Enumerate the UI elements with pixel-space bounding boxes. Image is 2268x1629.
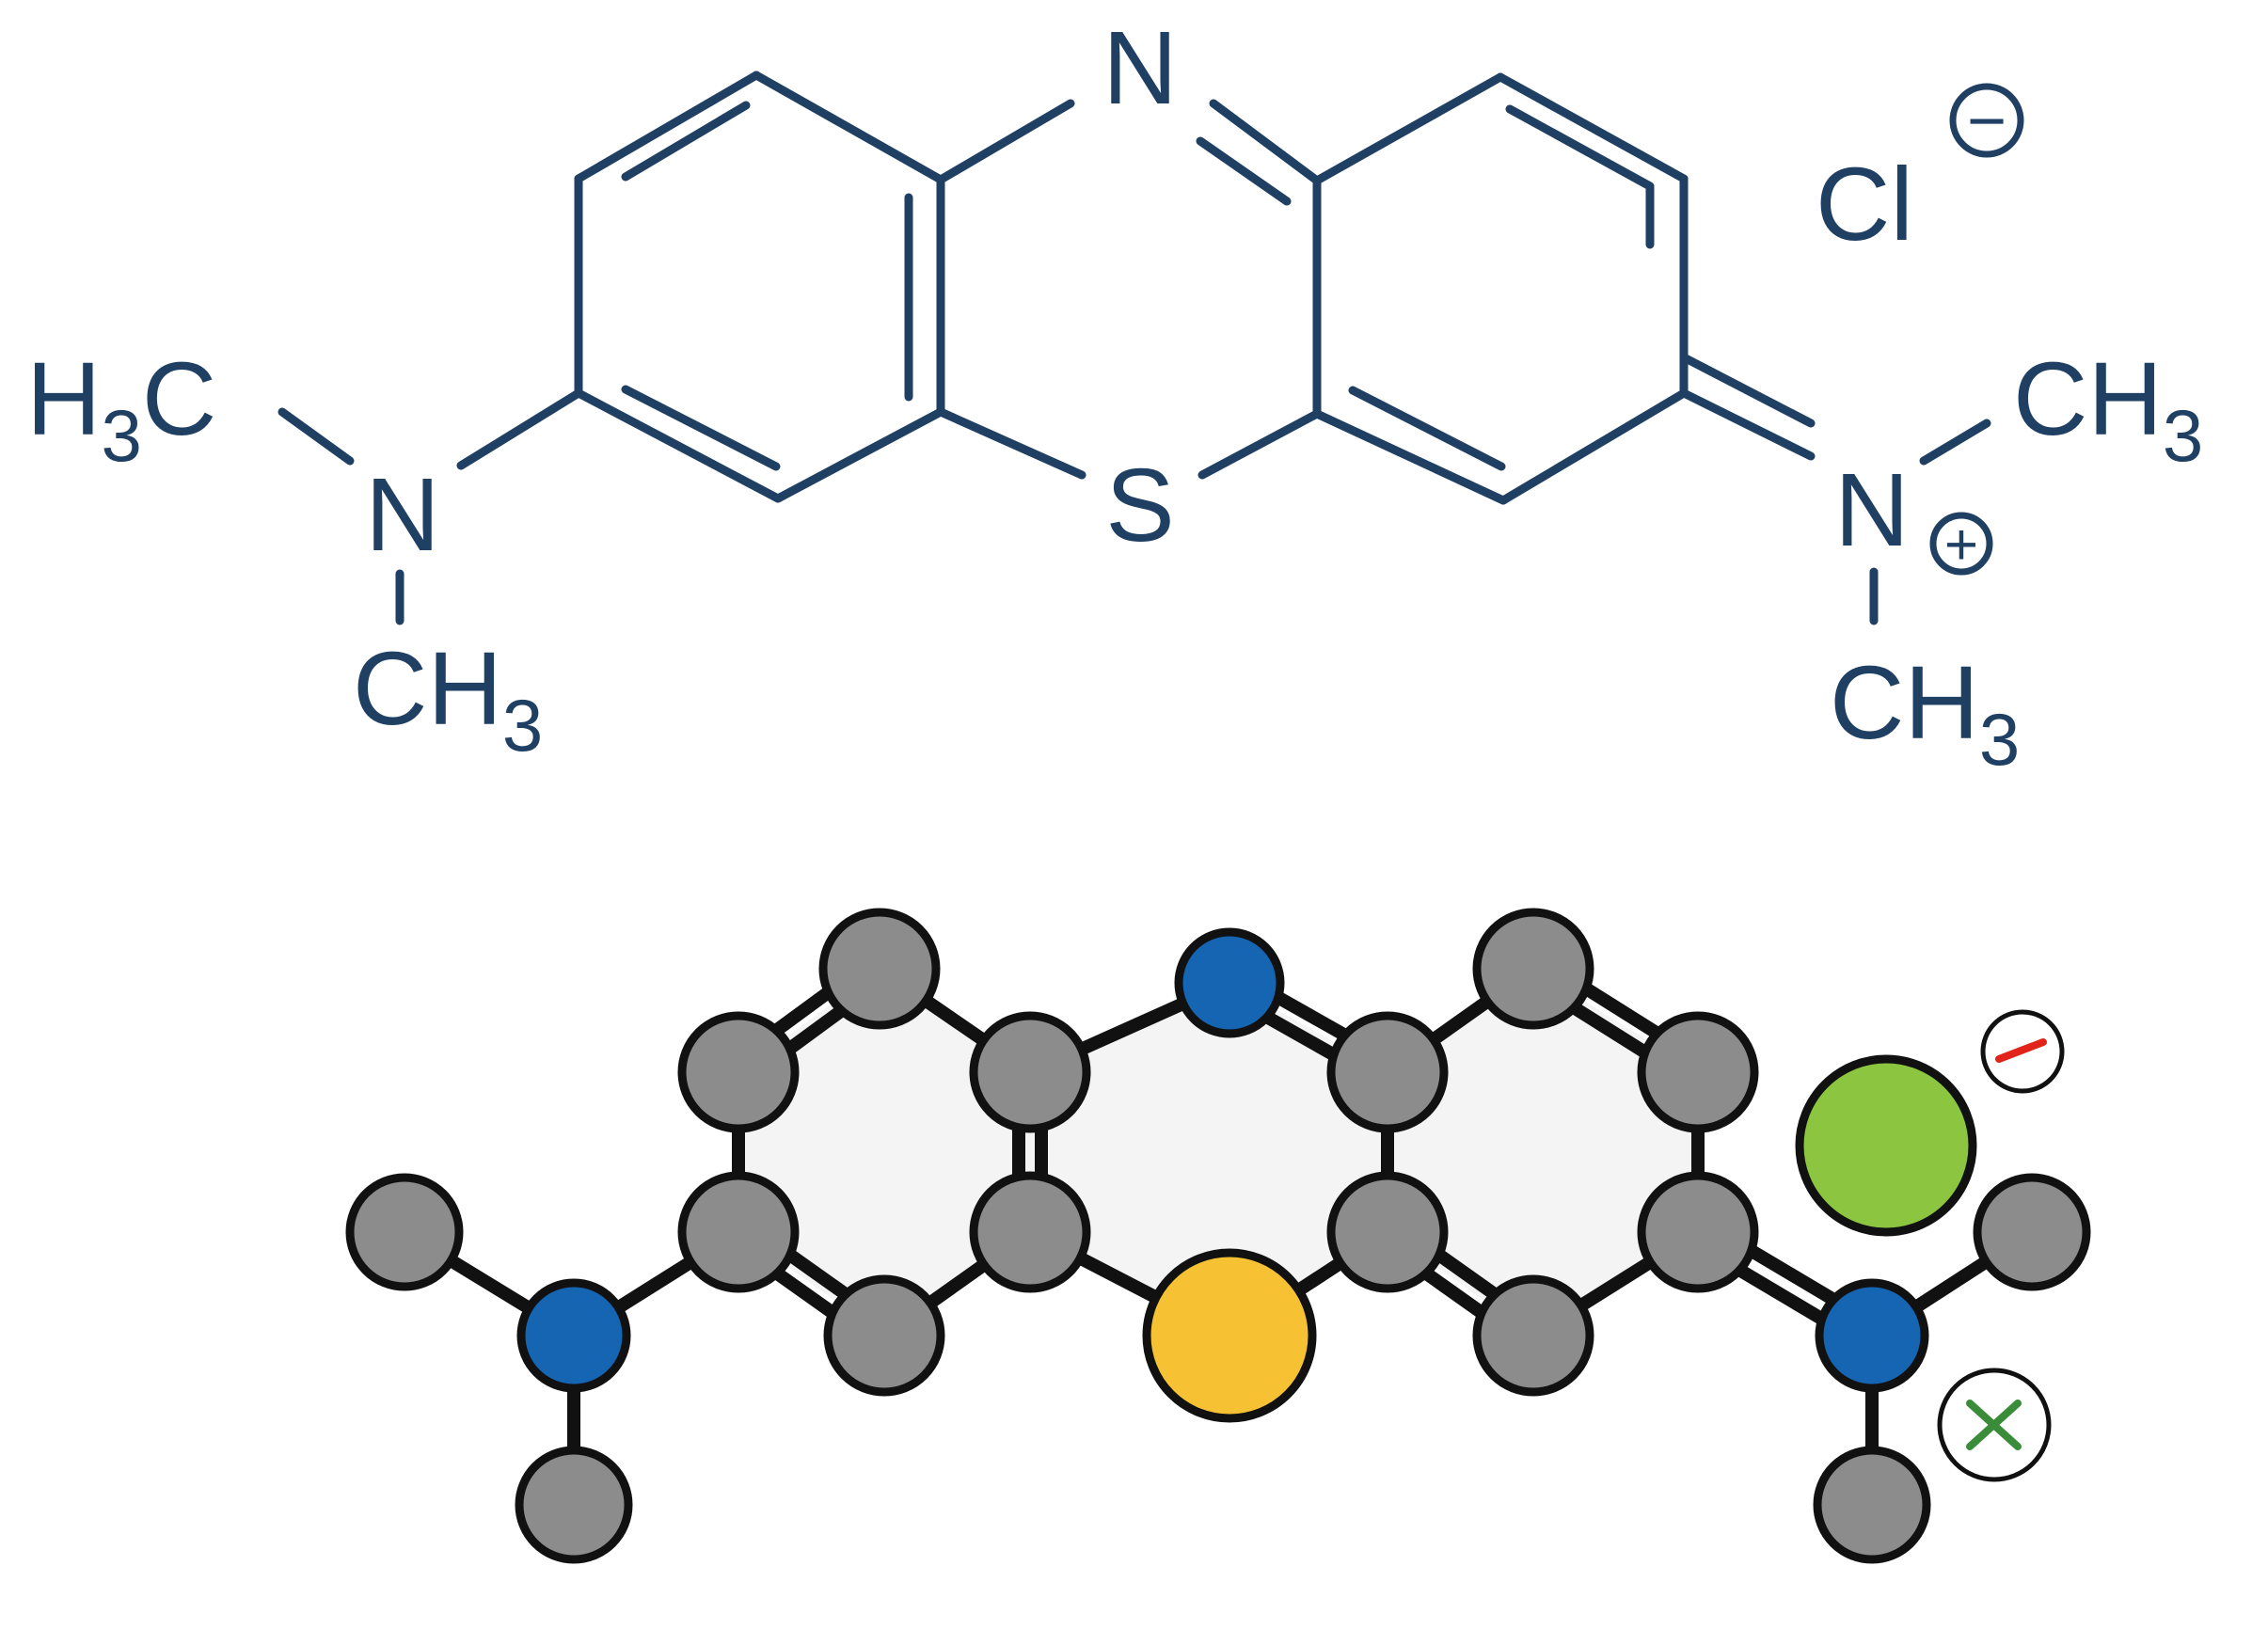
double-bond-inner bbox=[1505, 104, 1655, 191]
double-bond-inner bbox=[1196, 136, 1292, 206]
formula-labels: N S N N H3C CH3 CH3 CH3 Cl bbox=[26, 10, 2203, 781]
ring-fill bbox=[1388, 969, 1698, 1336]
iminium-charge-sign: + bbox=[1944, 513, 1978, 577]
carbon-atom bbox=[1973, 1173, 2091, 1291]
double-bond-inner bbox=[1679, 353, 1816, 428]
left-benzene-ring bbox=[574, 71, 945, 503]
ball-chloride-charge bbox=[1980, 1009, 2065, 1094]
carbon-atom bbox=[823, 1274, 945, 1397]
nitrogen-atom bbox=[516, 1278, 631, 1393]
carbon-atom bbox=[515, 1446, 633, 1564]
bond bbox=[936, 407, 1086, 480]
right-dimethyliminium-group bbox=[1679, 353, 1991, 625]
bond bbox=[456, 388, 583, 470]
carbon-atom bbox=[1326, 1171, 1449, 1293]
bond bbox=[1312, 72, 1505, 185]
carbon-atom bbox=[677, 1011, 800, 1133]
bond bbox=[1312, 409, 1508, 505]
chloride-charge-sign: − bbox=[1967, 84, 2006, 159]
carbon-atom bbox=[677, 1171, 800, 1293]
bond bbox=[574, 71, 761, 183]
bond bbox=[1679, 388, 1816, 461]
bond bbox=[1499, 388, 1689, 505]
right-quinoid-ring bbox=[1312, 72, 1689, 505]
bond bbox=[574, 388, 783, 503]
carbon-atom bbox=[1472, 1274, 1594, 1397]
nitrogen-atom bbox=[1815, 1278, 1929, 1393]
carbon-atom bbox=[1637, 1011, 1759, 1133]
carbon-atom bbox=[1813, 1446, 1931, 1564]
right-upper-methyl-label: CH3 bbox=[2013, 341, 2203, 477]
left-amine-nitrogen-label: N bbox=[365, 457, 439, 573]
ball-atoms bbox=[345, 908, 2091, 1564]
bond bbox=[1919, 419, 1991, 466]
bond bbox=[752, 71, 945, 184]
carbon-atom bbox=[969, 1011, 1091, 1133]
carbon-atom bbox=[1472, 908, 1594, 1030]
carbon-atom bbox=[818, 908, 941, 1030]
bond bbox=[936, 99, 1075, 184]
bond bbox=[1197, 409, 1322, 480]
left-lower-methyl-label: CH3 bbox=[353, 631, 543, 767]
iminium-charge-circle bbox=[1929, 512, 1993, 576]
ring-nitrogen-label: N bbox=[1102, 10, 1177, 126]
ring-fill bbox=[1030, 983, 1388, 1336]
chlorine-atom bbox=[1795, 1054, 1977, 1237]
plus-charge-stroke bbox=[1966, 1400, 2022, 1450]
ring-fill bbox=[738, 969, 1030, 1336]
formula-charges: − + bbox=[1929, 83, 2024, 577]
chloride-label: Cl bbox=[1816, 147, 1913, 262]
bond bbox=[773, 407, 945, 503]
sulfur-atom bbox=[1142, 1248, 1317, 1423]
left-upper-methyl-label: H3C bbox=[26, 341, 216, 477]
nitrogen-atom bbox=[1174, 927, 1285, 1038]
ball-and-stick-model bbox=[345, 908, 2091, 1564]
structural-formula bbox=[278, 71, 1991, 625]
carbon-atom bbox=[1637, 1171, 1759, 1293]
central-thiazine-ring bbox=[936, 99, 1322, 480]
ball-iminium-charge bbox=[1937, 1368, 2052, 1482]
sulfur-label: S bbox=[1105, 448, 1174, 563]
double-bond-inner bbox=[1348, 386, 1506, 471]
double-bond-inner bbox=[621, 385, 781, 471]
bond bbox=[1209, 99, 1322, 185]
left-dimethylamino-group bbox=[278, 388, 583, 625]
right-lower-methyl-label: CH3 bbox=[1830, 645, 2020, 781]
chloride-charge-circle bbox=[1949, 83, 2024, 158]
carbon-atom bbox=[969, 1171, 1091, 1293]
carbon-atom bbox=[1326, 1011, 1449, 1133]
bond bbox=[278, 407, 355, 466]
bond bbox=[1496, 72, 1689, 183]
minus-charge-sign bbox=[1995, 1038, 2047, 1063]
carbon-atom bbox=[345, 1173, 464, 1291]
iminium-nitrogen-label: N bbox=[1834, 452, 1909, 568]
double-bond-inner bbox=[621, 101, 751, 182]
